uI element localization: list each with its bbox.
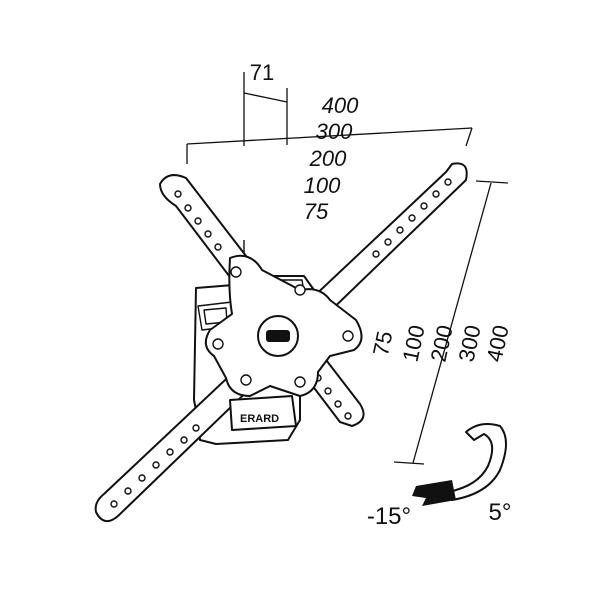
arm-hole — [324, 387, 332, 395]
tilt-down-label: -15° — [367, 503, 411, 530]
arm-hole — [166, 448, 174, 456]
tilt-indicator: -15° 5° — [367, 423, 512, 530]
arm-hole — [138, 474, 146, 482]
tilt-up-arrow-icon — [447, 423, 507, 501]
hub-bolt-hole — [342, 330, 354, 342]
center-hub — [204, 254, 363, 397]
spacing-dimension-line — [243, 92, 288, 103]
spacing-dimension: 71 — [243, 60, 288, 146]
arm-hole — [334, 400, 342, 408]
arm-hole — [180, 436, 188, 444]
hub-bolt-hole — [294, 376, 306, 388]
tilt-up-label: 5° — [489, 499, 512, 526]
horizontal-label-100: 100 — [304, 173, 341, 198]
arm-hole — [194, 217, 202, 225]
arm-hole — [124, 487, 132, 495]
vertical-extension-bottom — [393, 461, 425, 465]
arm-hole — [110, 500, 118, 508]
spacing-label: 71 — [250, 60, 274, 85]
arm-hole — [384, 238, 392, 246]
hub-bolt-hole — [212, 338, 224, 350]
horizontal-label-300: 300 — [316, 119, 353, 144]
hub-pivot-logo — [266, 330, 290, 342]
vertical-vesa-dimension: 75 100 200 300 400 — [368, 180, 514, 465]
arm-hole — [372, 250, 380, 258]
horizontal-label-200: 200 — [309, 146, 347, 171]
vertical-extension-top — [475, 180, 509, 184]
horizontal-vesa-dimension: 400 300 200 100 75 — [186, 93, 473, 224]
tilt-down-arrow-icon — [412, 480, 456, 506]
brand-plate-body — [229, 395, 297, 431]
hub-bolt-hole — [294, 284, 306, 296]
arm-hole — [408, 214, 416, 222]
horizontal-extension-right — [465, 127, 473, 147]
vertical-label-75: 75 — [368, 329, 398, 358]
vertical-label-400: 400 — [482, 323, 514, 364]
arm-hole — [184, 204, 192, 212]
brand-label: ERARD — [240, 413, 279, 425]
arm-hole — [204, 230, 212, 238]
arm-hole — [344, 412, 352, 420]
horizontal-dimension-line — [186, 127, 473, 145]
arm-hole — [420, 202, 428, 210]
brand-plate: ERARD — [229, 395, 297, 431]
horizontal-label-75: 75 — [304, 199, 329, 224]
vertical-dimension-line — [412, 182, 492, 464]
horizontal-label-400: 400 — [322, 93, 359, 118]
hub-bolt-hole — [240, 374, 252, 386]
arm-hole — [396, 226, 404, 234]
arm-hole — [444, 178, 452, 186]
arm-hole — [152, 461, 160, 469]
arm-hole — [192, 424, 200, 432]
arm-hole — [432, 190, 440, 198]
arm-hole — [214, 243, 222, 251]
arm-hole — [174, 190, 182, 198]
hub-bolt-hole — [230, 266, 242, 278]
